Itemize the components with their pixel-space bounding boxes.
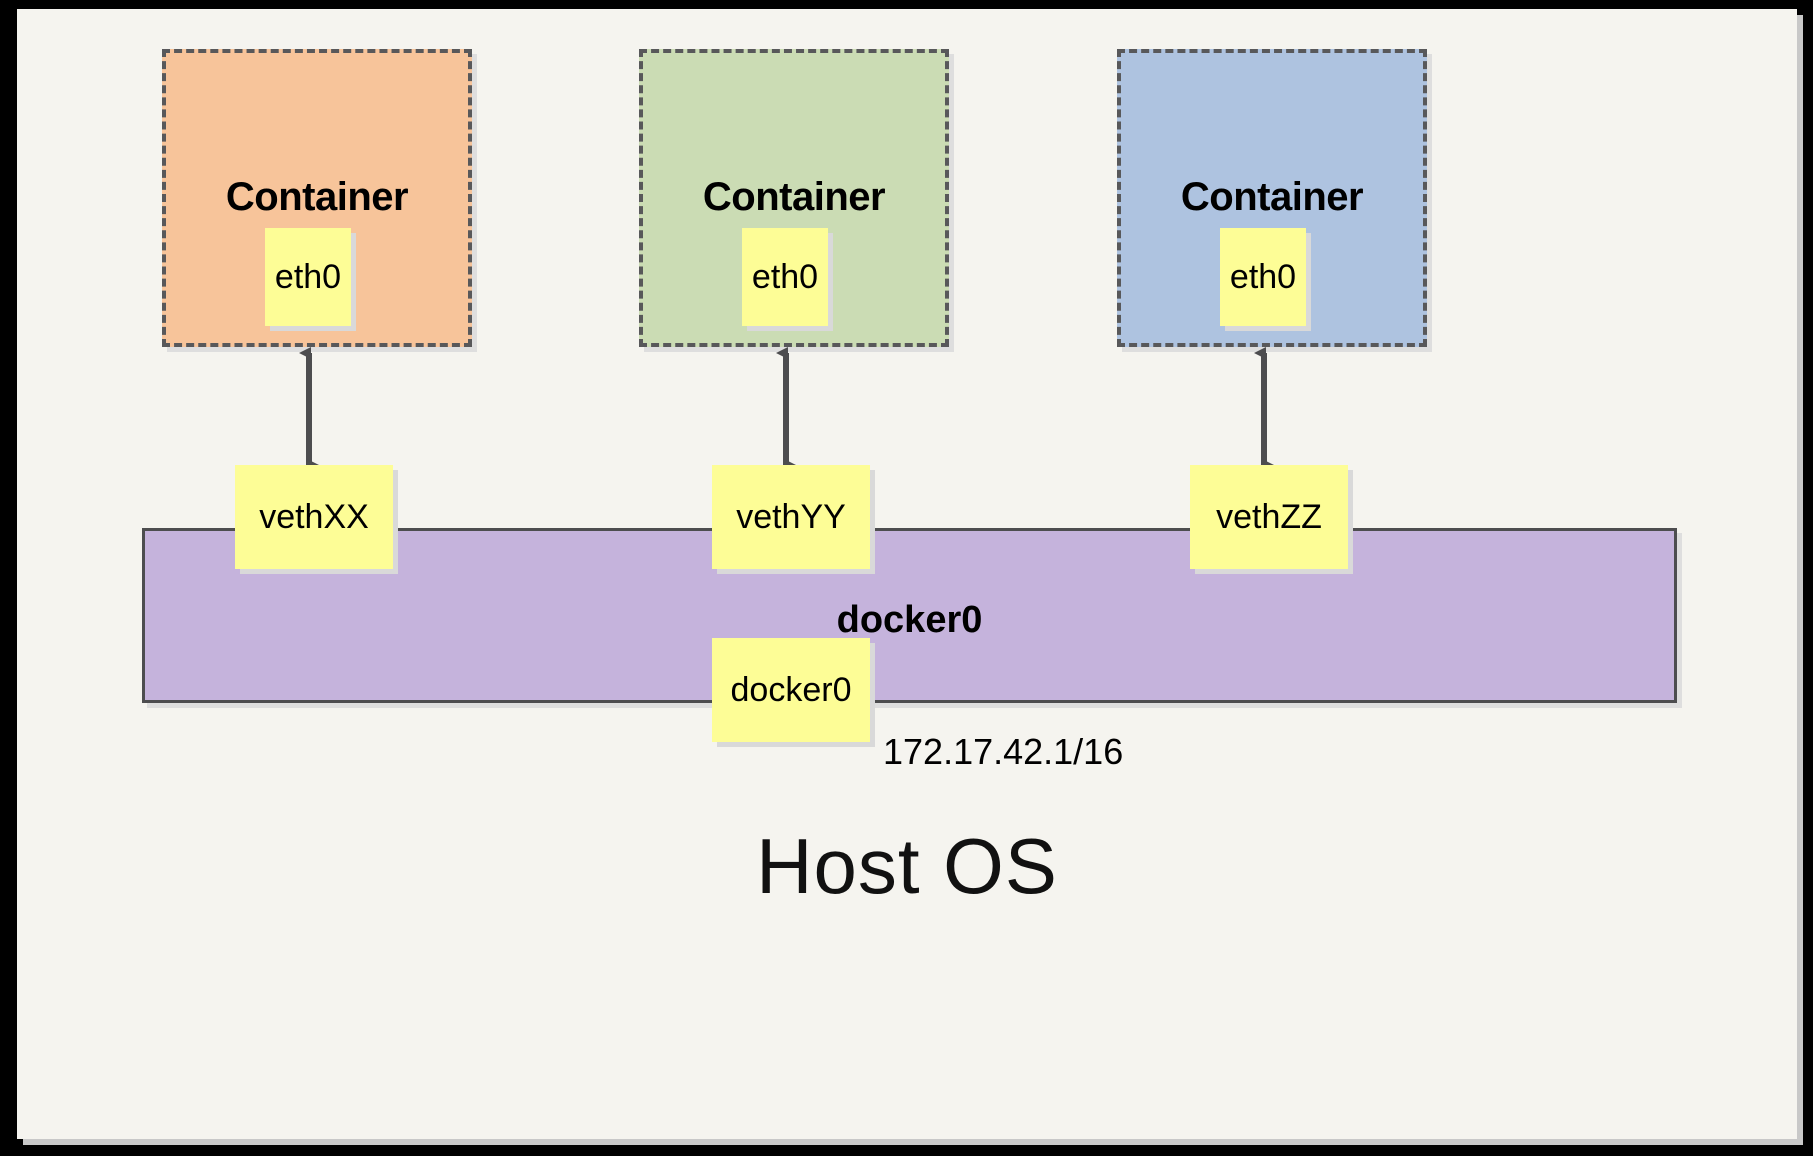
docker0-port-box[interactable]: docker0 (712, 638, 870, 742)
container-title-3: Container (1180, 175, 1364, 219)
container-box-2[interactable]: Container (639, 49, 949, 347)
eth0-box-1[interactable]: eth0 (265, 228, 351, 326)
link-arrow-3 (1254, 347, 1274, 471)
veth-box-2[interactable]: vethYY (712, 465, 870, 569)
diagram-surface: Container eth0 Container eth0 Container … (17, 9, 1797, 1139)
veth-label-1: vethXX (259, 498, 369, 536)
docker0-bridge-bar[interactable]: docker0 (142, 528, 1677, 703)
eth0-box-2[interactable]: eth0 (742, 228, 828, 326)
eth0-label-2: eth0 (751, 258, 819, 296)
host-os-label: Host OS (756, 822, 1058, 910)
eth0-label-1: eth0 (274, 258, 342, 296)
link-arrow-2 (776, 347, 796, 471)
eth0-box-3[interactable]: eth0 (1220, 228, 1306, 326)
veth-box-1[interactable]: vethXX (235, 465, 393, 569)
veth-box-3[interactable]: vethZZ (1190, 465, 1348, 569)
veth-label-2: vethYY (736, 498, 846, 536)
container-title-1: Container (225, 175, 409, 219)
docker0-ip-address: 172.17.42.1/16 (883, 731, 1124, 772)
link-arrow-1 (299, 347, 319, 471)
container-title-2: Container (702, 175, 886, 219)
docker0-bridge-label: docker0 (836, 599, 983, 641)
docker0-port-label: docker0 (730, 671, 852, 709)
veth-label-3: vethZZ (1216, 498, 1322, 536)
eth0-label-3: eth0 (1229, 258, 1297, 296)
